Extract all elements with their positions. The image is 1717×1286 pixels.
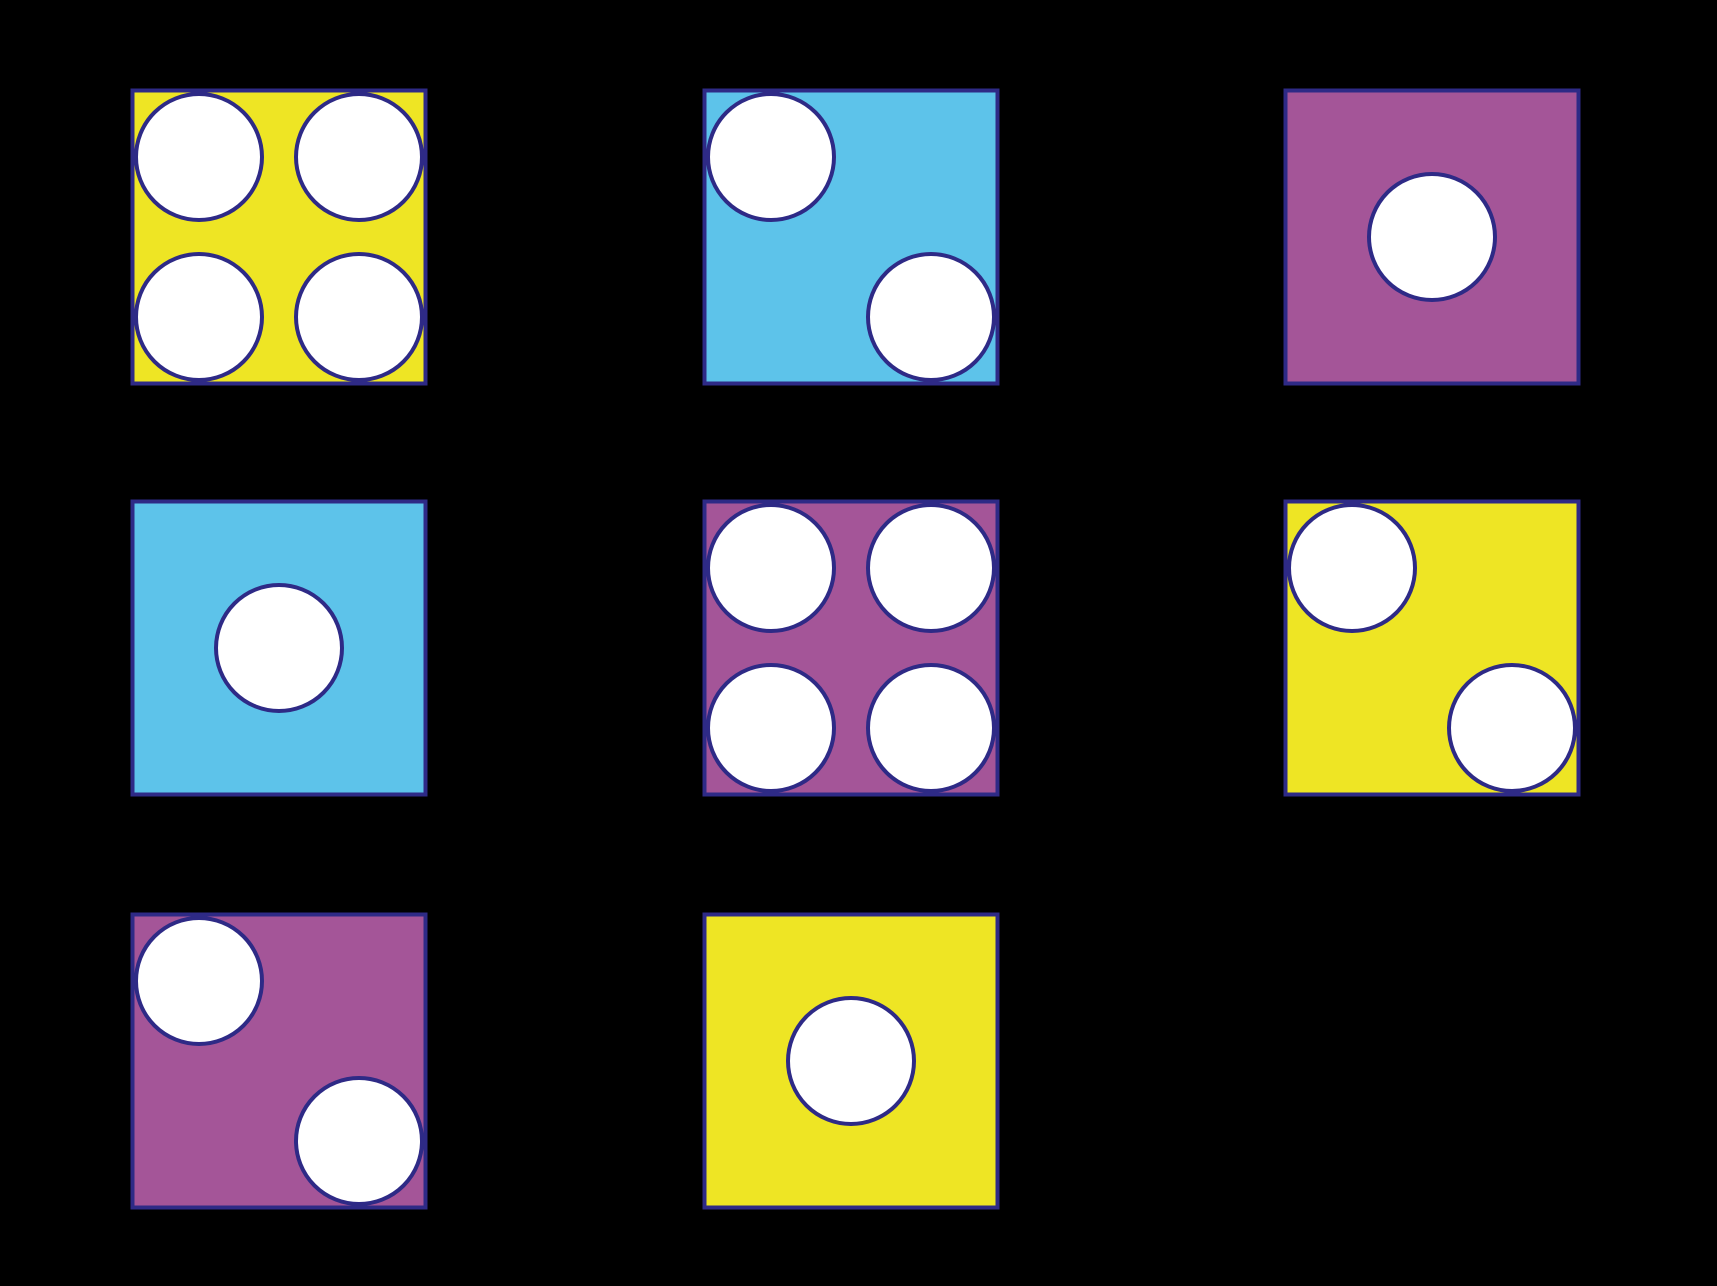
pip-dot — [294, 1076, 424, 1206]
card-face — [702, 912, 1000, 1210]
pip-dot — [706, 92, 836, 222]
pip-dot — [1287, 503, 1417, 633]
dice-card-purple-4 — [702, 499, 1000, 797]
dice-card-yellow-4 — [130, 88, 428, 386]
pip-dot — [1447, 663, 1577, 793]
pip-dot — [1367, 172, 1497, 302]
pip-dot — [214, 583, 344, 713]
pip-dot — [786, 996, 916, 1126]
dice-card-blue-2 — [702, 88, 1000, 386]
dice-card-yellow-1 — [702, 912, 1000, 1210]
pip-dot — [294, 252, 424, 382]
pip-dot — [866, 503, 996, 633]
dice-card-yellow-2 — [1283, 499, 1581, 797]
dice-card-purple-1 — [1283, 88, 1581, 386]
pip-dot — [866, 252, 996, 382]
pip-dot — [706, 503, 836, 633]
pip-dot — [294, 92, 424, 222]
dice-card-blue-1 — [130, 499, 428, 797]
pip-dot — [134, 916, 264, 1046]
pip-dot — [706, 663, 836, 793]
pip-dot — [134, 252, 264, 382]
pip-dot — [134, 92, 264, 222]
dice-card-purple-2 — [130, 912, 428, 1210]
pip-dot — [866, 663, 996, 793]
